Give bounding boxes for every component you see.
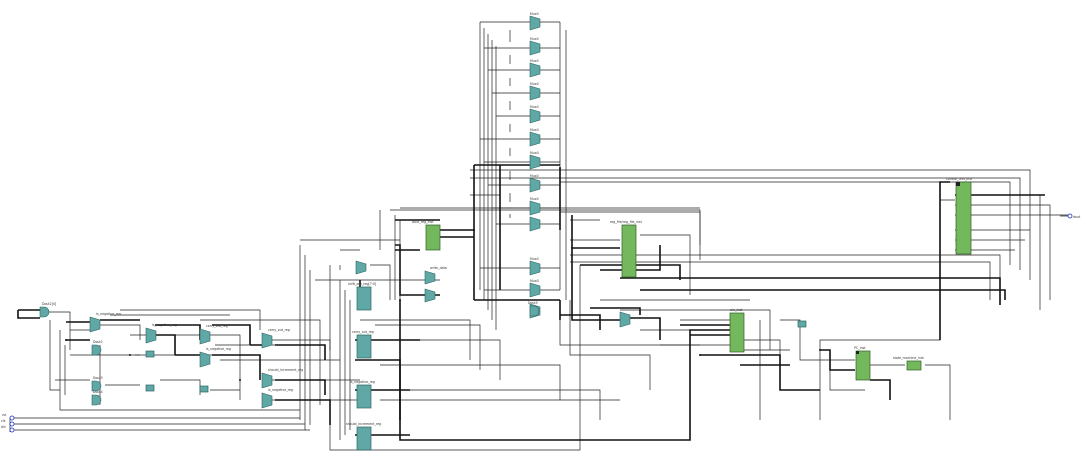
- block-small: state_machine_inst: [893, 356, 925, 371]
- mux-4: [529, 108, 541, 124]
- mux-9: [529, 216, 541, 232]
- mux-0: [529, 15, 541, 31]
- mux-label-11: Mux0: [530, 279, 539, 283]
- cell-d-label: Dout4: [93, 390, 103, 394]
- mux-6: [529, 154, 541, 170]
- mux-label-7: Mux0: [530, 174, 539, 178]
- block-alu: alu_inst: [729, 308, 745, 353]
- cell-c-label: Dout3: [93, 376, 103, 380]
- output-port-dout[interactable]: [1067, 213, 1073, 219]
- mux-label-10: Mux0: [530, 257, 539, 261]
- input-label-din: din: [1, 425, 6, 429]
- small-reg-1: [145, 350, 155, 358]
- mux-c: [199, 328, 211, 345]
- output-label-dout: dout: [1073, 215, 1081, 219]
- mux-2: [529, 62, 541, 78]
- cell-e: [529, 305, 540, 317]
- reg-neg-label: is_negative_reg: [350, 380, 375, 384]
- input-port-din[interactable]: [9, 427, 15, 433]
- mux-b: [145, 327, 157, 344]
- input-label-rst: rst: [2, 413, 7, 417]
- reg-carry: carry_out_reg: [352, 330, 374, 359]
- block-small-label: state_machine_inst: [893, 356, 925, 360]
- mux-5: [529, 131, 541, 147]
- mux-g: [261, 392, 273, 409]
- block-pc: PC_inst: [854, 346, 871, 381]
- mux-g-label: is_negative_reg: [268, 388, 293, 392]
- cell-a-label: Dout2[0]: [42, 302, 56, 306]
- block-regfile: reg_file/reg_file_inst: [610, 220, 643, 278]
- mux-f: [261, 372, 273, 389]
- input-ports: rst clk din: [1, 413, 15, 433]
- mux-d: [199, 351, 211, 368]
- mux-label-8: Mux0: [530, 197, 539, 201]
- reg-neg: is_negative_reg: [350, 380, 375, 409]
- reg-shift-label: shift_out_reg[7:0]: [348, 282, 376, 286]
- junction-dots: [65, 167, 821, 381]
- output-ports: dout: [1060, 213, 1081, 219]
- input-label-clk: clk: [1, 419, 6, 423]
- bus-network: [17, 164, 1045, 441]
- mux-label-3: Mux0: [530, 82, 539, 86]
- mux-f-label: should_increment_reg: [268, 368, 303, 372]
- mux-e-label: carry_out_reg: [268, 328, 290, 332]
- block-pc-label: PC_inst: [854, 346, 866, 350]
- mux-e: [261, 332, 273, 349]
- reg-flag: should_increment_reg: [346, 422, 381, 451]
- mux-i-label: write_data: [430, 266, 447, 270]
- block-alu-label: alu_inst: [730, 308, 743, 312]
- reg-flag-label: should_increment_reg: [346, 422, 381, 426]
- mux-a: [89, 316, 101, 333]
- cell-b: [91, 344, 102, 356]
- cells: Dout2[0] Dout2 Dout3 Dout4 Dout5: [39, 301, 540, 406]
- mux-1: [529, 40, 541, 56]
- mux-label-6: Mux0: [530, 151, 539, 155]
- block-control: control_unit_inst: [946, 177, 973, 255]
- cell-d: [91, 394, 102, 406]
- cell-b-label: Dout2: [93, 340, 103, 344]
- mux-i: [424, 270, 436, 285]
- small-reg-4: [797, 320, 807, 328]
- wire-network: [9, 21, 1068, 451]
- mux-label-5: Mux0: [530, 128, 539, 132]
- mux-8: [529, 200, 541, 216]
- mux-label-1: Mux0: [530, 37, 539, 41]
- mux-a-label: is_negative_reg: [96, 312, 121, 316]
- cell-a: [39, 306, 50, 318]
- mux-label-0: Mux0: [530, 12, 539, 16]
- mux-k: [619, 311, 631, 328]
- mux-column: Mux0 Mux0 Mux0 Mux0 Mux0 Mux0 Mux0 Mux0 …: [529, 12, 541, 319]
- block-regfile-label: reg_file/reg_file_inst: [610, 220, 643, 224]
- block-control-label: control_unit_inst: [946, 177, 973, 181]
- mux-11: [529, 282, 541, 298]
- mux-7: [529, 177, 541, 193]
- reg-shift: shift_out_reg[7:0]: [348, 282, 376, 311]
- cell-c: [91, 380, 102, 392]
- block-decode: dout_reg_inst: [412, 220, 441, 251]
- mux-3: [529, 85, 541, 101]
- mux-d-label: is_negative_reg: [206, 347, 231, 351]
- mux-b-label: is_negative_reg: [152, 323, 177, 327]
- mux-label-2: Mux0: [530, 59, 539, 63]
- reg-carry-label: carry_out_reg: [352, 330, 374, 334]
- cell-e-label: Dout5: [528, 301, 538, 305]
- small-reg-2: [145, 384, 155, 392]
- block-decode-label: dout_reg_inst: [412, 220, 434, 224]
- mux-label-4: Mux0: [530, 105, 539, 109]
- mux-10: [529, 260, 541, 276]
- input-port-rst[interactable]: [9, 415, 15, 421]
- mux-j: [424, 288, 436, 303]
- input-port-clk[interactable]: [9, 421, 15, 427]
- mux-h: [355, 260, 367, 275]
- small-reg-3: [199, 385, 209, 393]
- mux-c-label: carry_out_reg: [206, 324, 228, 328]
- left-muxes: is_negative_reg is_negative_reg carry_ou…: [89, 260, 631, 409]
